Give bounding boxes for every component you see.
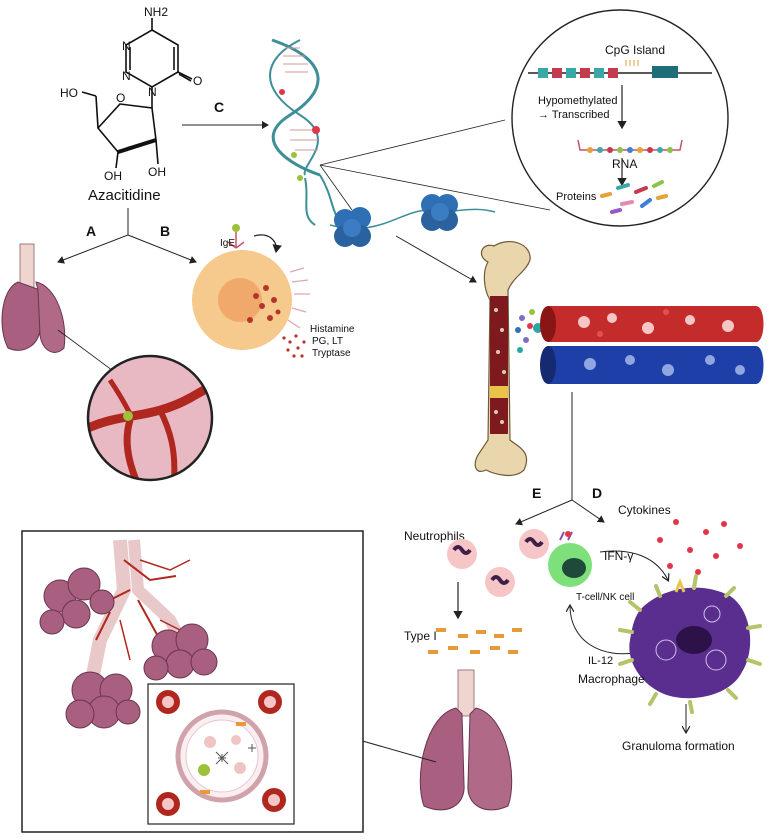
transcribed-label: → Transcribed — [538, 109, 610, 121]
granuloma-label: Granuloma formation — [622, 739, 735, 753]
branch-arrows — [57, 121, 269, 264]
cpg-sites — [538, 66, 678, 78]
alveolus-wall — [175, 709, 269, 803]
cpg-island-label: CpG Island — [605, 43, 665, 57]
ifn-gamma-label: IFN-γ — [604, 549, 633, 563]
type-i-fragments — [428, 628, 522, 654]
arrow-ifn — [599, 550, 668, 580]
rna-beads — [587, 147, 673, 153]
lung-vessel-zoom — [88, 356, 212, 480]
dna-double-helix — [269, 38, 346, 226]
alveoli-clusters — [39, 567, 218, 729]
il12-label: IL-12 — [588, 655, 613, 667]
arrow-il12 — [570, 606, 641, 655]
amine-label: NH2 — [144, 5, 168, 19]
type-i-label: Type I — [404, 629, 437, 643]
macrophage — [618, 574, 762, 714]
marrow-cells — [515, 309, 543, 353]
vein-tube — [540, 346, 764, 384]
proteins-label: Proteins — [556, 191, 597, 203]
pathway-label-c: C — [214, 99, 224, 115]
ige-label: IgE — [220, 238, 235, 249]
t-cell — [548, 531, 592, 587]
mast-cell — [192, 224, 310, 350]
zoom-connector — [319, 119, 551, 211]
tcell-label: T-cell/NK cell — [576, 592, 634, 603]
pathway-label-d: D — [592, 485, 602, 501]
mediator-granules — [282, 334, 306, 358]
dna-base-pairs — [283, 47, 318, 151]
artery-tube — [540, 306, 764, 342]
ring-n2-label: N — [122, 69, 131, 83]
pathway-label-e: E — [532, 485, 541, 501]
methyl-lollipops — [625, 60, 639, 66]
azacitidine-structure — [81, 18, 193, 169]
epigenetic-zoom-circle — [511, 9, 729, 227]
cytokines-label: Cytokines — [618, 503, 671, 517]
lung-bottom — [419, 669, 513, 811]
pathway-label-b: B — [160, 223, 170, 239]
arrow-to-bone — [395, 235, 477, 283]
histone-octamer — [334, 207, 371, 247]
neutrophil-cells — [447, 529, 549, 597]
lung-a — [1, 243, 66, 353]
neutrophils-label: Neutrophils — [404, 529, 465, 543]
lung-zoom-circle — [86, 354, 214, 482]
ring-n3-label: N — [148, 85, 157, 99]
blood-vessel-sections — [156, 690, 286, 816]
ho-label: HO — [60, 86, 78, 100]
ring-n1-label: N — [122, 39, 131, 53]
mediator-histamine: Histamine — [310, 324, 355, 335]
oxo-label: O — [193, 74, 202, 88]
azacitidine-name: Azacitidine — [88, 187, 161, 204]
branch-d-e — [515, 392, 605, 526]
cytokine-particles — [657, 519, 743, 575]
mediator-tryptase: Tryptase — [312, 348, 351, 359]
methyl-mark — [312, 126, 320, 134]
ribose-o-label: O — [116, 91, 125, 105]
rna-label: RNA — [612, 157, 637, 171]
methyl-mark — [279, 89, 285, 95]
oh-left-label: OH — [104, 169, 122, 183]
macrophage-label: Macrophage — [578, 672, 645, 686]
hypomethylated-label: Hypomethylated — [538, 95, 618, 107]
pathway-label-a: A — [86, 223, 96, 239]
femur-bone — [474, 241, 531, 477]
azacitidine-incorporated-mark — [297, 175, 303, 181]
histone-octamer — [421, 194, 458, 231]
oh-right-label: OH — [148, 165, 166, 179]
protein-fragments — [600, 180, 668, 214]
azacitidine-incorporated-mark — [291, 152, 297, 158]
mediator-pg-lt: PG, LT — [312, 336, 343, 347]
